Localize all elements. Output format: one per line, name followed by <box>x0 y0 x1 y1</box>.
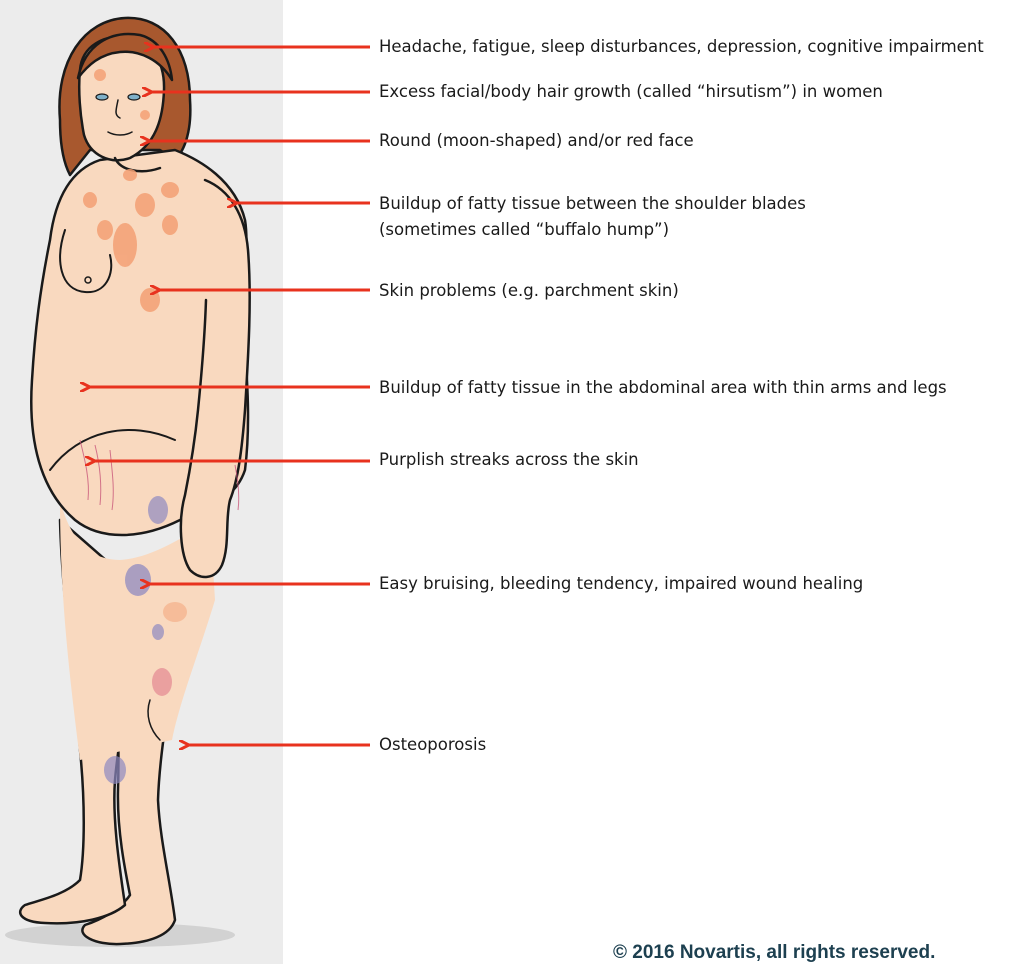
label-purplish-streaks: Purplish streaks across the skin <box>379 448 639 472</box>
label-headache: Headache, fatigue, sleep disturbances, d… <box>379 35 984 59</box>
right-eye <box>128 94 140 100</box>
left-eye <box>96 94 108 100</box>
label-buffalo-hump-line2: (sometimes called “buffalo hump”) <box>379 218 669 242</box>
label-buffalo-hump-line1: Buildup of fatty tissue between the shou… <box>379 192 806 216</box>
label-moon-face: Round (moon-shaped) and/or red face <box>379 129 694 153</box>
label-skin-problems: Skin problems (e.g. parchment skin) <box>379 279 679 303</box>
copyright-notice: © 2016 Novartis, all rights reserved. <box>613 942 935 964</box>
label-hirsutism: Excess facial/body hair growth (called “… <box>379 80 883 104</box>
label-abdominal-fat: Buildup of fatty tissue in the abdominal… <box>379 376 947 400</box>
body-figure <box>20 18 250 944</box>
label-osteoporosis: Osteoporosis <box>379 733 486 757</box>
label-easy-bruising: Easy bruising, bleeding tendency, impair… <box>379 572 863 596</box>
